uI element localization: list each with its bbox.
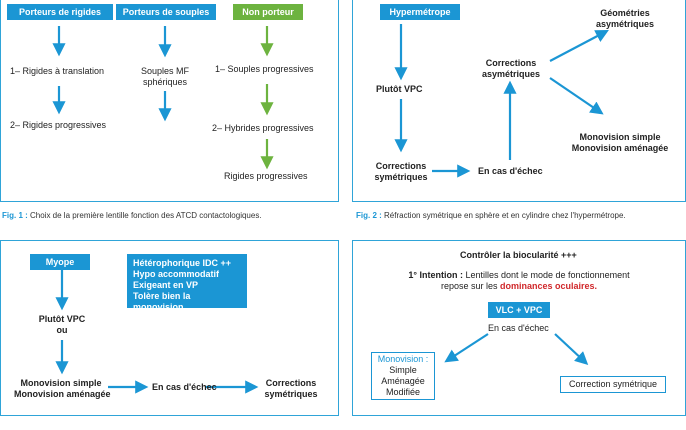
- node-geometries-asymetriques: Géométries asymétriques: [590, 8, 660, 30]
- box-non-porteur: Non porteur: [233, 4, 303, 20]
- node-geo-line1: Géométries: [600, 8, 650, 18]
- caption-fig1: Fig. 1 : Choix de la première lentille f…: [2, 211, 262, 220]
- caption-fig2: Fig. 2 : Réfraction symétrique en sphère…: [356, 211, 626, 220]
- node-corr3-line2: symétriques: [264, 389, 318, 399]
- node-intention-text: Lentilles dont le mode de fonctionnement: [462, 270, 630, 280]
- node-monovision: Monovision simple Monovision aménagée: [568, 132, 672, 154]
- box-porteurs-souples: Porteurs de souples: [116, 4, 216, 20]
- node-en-cas-echec-myope: En cas d'échec: [152, 382, 217, 392]
- box-porteurs-rigides: Porteurs de rigides: [7, 4, 113, 20]
- node-corr-asym-line1: Corrections: [485, 58, 537, 68]
- node-intention-text2: repose sur les: [440, 281, 500, 291]
- node-souples-mf-line2: sphériques: [142, 77, 188, 87]
- node-intention: 1° Intention : Lentilles dont le mode de…: [394, 270, 644, 292]
- box-correction-symetrique: Correction symétrique: [560, 376, 666, 393]
- node-mono-myope-line2: Monovision aménagée: [14, 389, 111, 399]
- mono-option-modifiee: Modifiée: [385, 387, 421, 397]
- box-monovision-options: Monovision : Simple Aménagée Modifiée: [371, 352, 435, 400]
- info-line-2: Hypo accommodatif: [133, 269, 220, 279]
- caption-fig2-text: Réfraction symétrique en sphère et en cy…: [381, 211, 626, 220]
- node-corr3-line1: Corrections: [265, 378, 317, 388]
- node-corr-sym-line2: symétriques: [374, 172, 428, 182]
- node-geo-line2: asymétriques: [595, 19, 655, 29]
- arrow-asym-geo: [549, 29, 609, 62]
- node-corrections-symetriques: Corrections symétriques: [372, 161, 430, 183]
- node-controler-biocularite: Contrôler la biocularité +++: [460, 250, 577, 260]
- node-rigides-translation: 1– Rigides à translation: [10, 66, 105, 76]
- node-plutot-line: Plutôt VPC: [38, 314, 86, 324]
- box-myope: Myope: [30, 254, 90, 270]
- node-mono-line2: Monovision aménagée: [571, 143, 669, 153]
- node-mono-line1: Monovision simple: [579, 132, 661, 142]
- node-monovision-myope: Monovision simple Monovision aménagée: [14, 378, 111, 400]
- node-plutot-vpc-ou: Plutôt VPC ou: [28, 314, 96, 336]
- node-intention-label: 1° Intention :: [408, 270, 463, 280]
- node-souples-mf: Souples MF sphériques: [130, 66, 200, 88]
- node-plutot-vpc: Plutôt VPC: [376, 84, 423, 94]
- node-ou-line: ou: [56, 325, 68, 335]
- info-line-4: Tolère bien la monovision: [133, 291, 191, 312]
- node-hybrides-progressives: 2– Hybrides progressives: [212, 123, 314, 133]
- mono-options-title: Monovision :: [377, 354, 429, 364]
- panel-fig1: [0, 0, 339, 202]
- node-en-cas-echec: En cas d'échec: [478, 166, 543, 176]
- node-souples-mf-line1: Souples MF: [140, 66, 190, 76]
- mono-option-amenagee: Aménagée: [381, 376, 425, 386]
- arrow-asym-mono: [549, 77, 604, 115]
- node-dominances-oculaires: dominances oculaires.: [499, 281, 598, 291]
- node-en-cas-echec-4: En cas d'échec: [488, 323, 549, 333]
- caption-fig1-text: Choix de la première lentille fonction d…: [27, 211, 262, 220]
- panel-fig2: [352, 0, 686, 202]
- node-intention-line2: repose sur les dominances oculaires.: [394, 281, 644, 292]
- arrow-echec-mono: [444, 333, 489, 363]
- node-mono-myope-line1: Monovision simple: [20, 378, 102, 388]
- node-corrections-symetriques-myope: Corrections symétriques: [262, 378, 320, 400]
- caption-fig1-label: Fig. 1 :: [2, 211, 28, 220]
- arrow-echec-corr4: [554, 333, 589, 366]
- node-corrections-asymetriques: Corrections asymétriques: [478, 58, 544, 80]
- mono-option-simple: Simple: [389, 365, 417, 375]
- node-rigides-progressives: 2– Rigides progressives: [10, 120, 107, 130]
- info-box-myope: Hétérophorique IDC ++ Hypo accommodatif …: [127, 254, 247, 312]
- info-line-1: Hétérophorique IDC ++: [133, 258, 232, 268]
- box-vlc-vpc: VLC + VPC: [488, 302, 550, 318]
- node-corr-asym-line2: asymétriques: [481, 69, 541, 79]
- info-line-3: Exigeant en VP: [133, 280, 199, 290]
- node-corr-sym-line1: Corrections: [375, 161, 427, 171]
- node-souples-progressives: 1– Souples progressives: [215, 64, 314, 74]
- box-hypermetrope: Hypermétrope: [380, 4, 460, 20]
- node-rigides-progressives-np: Rigides progressives: [224, 171, 308, 181]
- caption-fig2-label: Fig. 2 :: [356, 211, 382, 220]
- node-intention-line1: 1° Intention : Lentilles dont le mode de…: [394, 270, 644, 281]
